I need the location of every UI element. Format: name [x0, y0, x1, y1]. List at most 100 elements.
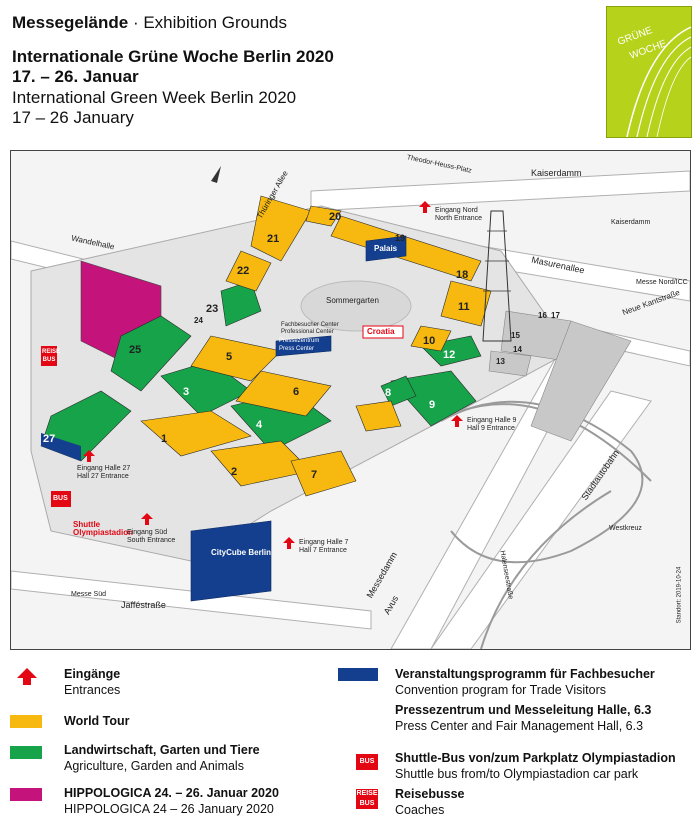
label-croatia: Croatia	[367, 327, 395, 336]
hall-label-3: 3	[183, 386, 190, 398]
hall-label-11: 11	[458, 301, 470, 313]
label-palais: Palais	[374, 244, 398, 253]
label-jaffestrasse: Jafféstraße	[121, 600, 166, 610]
legend-swatch-agriculture	[10, 746, 42, 759]
entrance-north-icon	[419, 201, 431, 213]
interchange-ramp-2	[480, 490, 612, 649]
hall-label-24: 24	[194, 316, 203, 325]
funkturm	[482, 210, 512, 342]
hall-11	[440, 280, 492, 327]
hall-label-9: 9	[429, 399, 436, 411]
label-messe-nord-icc: Messe Nord/ICC	[636, 279, 688, 286]
label-hall-7-entrance: Hall 7 Entrance	[299, 547, 347, 554]
event-title-en: International Green Week Berlin 2020	[12, 88, 297, 107]
hall-label-16: 16	[538, 311, 547, 320]
header: Messegelände · Exhibition Grounds Intern…	[12, 12, 334, 128]
legend-swatch-convention	[338, 668, 378, 681]
road-kaiserdamm	[310, 170, 690, 212]
label-fachbesucher-center: Fachbesucher Center	[281, 322, 339, 328]
entrance-arrow-icon	[17, 668, 37, 685]
hall-6	[235, 370, 332, 417]
road-stadtautobahn	[430, 390, 652, 649]
label-citycube: CityCube Berlin	[211, 548, 272, 557]
hall-21	[250, 195, 312, 262]
event-dates-de: 17. – 26. Januar	[12, 67, 139, 86]
hall-label-23: 23	[206, 303, 219, 315]
hall-label-25: 25	[129, 344, 142, 356]
map-canvas	[11, 166, 690, 649]
label-kaiserdamm: Kaiserdamm	[531, 168, 582, 178]
hall-27-convention	[41, 433, 81, 461]
event-title-de: Internationale Grüne Woche Berlin 2020	[12, 47, 334, 66]
label-eingang-halle-9: Eingang Halle 9	[467, 417, 517, 424]
hall-20	[305, 205, 342, 227]
hall-9	[390, 370, 477, 427]
label-kaiserdamm-station: Kaiserdamm	[611, 219, 651, 226]
label-hall-27-entrance: Hall 27 Entrance	[77, 473, 129, 480]
label-hall-9-entrance: Hall 9 Entrance	[467, 425, 515, 432]
reise-bus-icon	[41, 346, 57, 366]
header-line1: Messegelände · Exhibition Grounds	[12, 13, 287, 32]
hall-label-20: 20	[329, 211, 342, 223]
hall-label-7: 7	[311, 469, 318, 481]
label-south-entrance: South Entrance	[127, 537, 176, 544]
hall-label-21: 21	[267, 233, 280, 245]
label-professional-center: Professional Center	[281, 329, 334, 335]
label-eingang-nord: Eingang Nord	[435, 207, 478, 214]
hall-22	[225, 250, 272, 292]
label-bus-map: BUS	[53, 495, 68, 502]
legend-swatch-world-tour	[10, 715, 42, 728]
interchange-loop	[440, 400, 644, 564]
entrance-hall7-icon	[283, 537, 295, 549]
north-arrow-icon	[211, 166, 221, 183]
hall-label-14: 14	[513, 345, 522, 354]
legend-swatch-hippologica	[10, 788, 42, 801]
logo-art: GRÜNE WOCHE	[616, 24, 692, 138]
hall-8	[380, 375, 417, 407]
label-pressezentrum: Pressezentrum	[279, 338, 320, 344]
palais	[365, 235, 407, 262]
hall-7-2	[355, 400, 402, 432]
shuttle-bus-legend-icon: BUS	[356, 754, 378, 770]
label-eingang-halle-27: Eingang Halle 27	[77, 465, 131, 472]
hall-label-2: 2	[231, 466, 238, 478]
hall-label-4: 4	[256, 419, 263, 431]
label-shuttle-olympiastadion: Shuttle Olympiastadion	[73, 520, 134, 537]
label-standort: Standort: 2019-10-24	[676, 566, 683, 624]
shuttle-bus-icon	[51, 491, 71, 507]
hall-6-3-press	[275, 335, 332, 357]
citycube-berlin	[190, 520, 272, 602]
hall-label-22: 22	[237, 265, 250, 277]
exhibition-map[interactable]: Kaiserdamm Masurenallee Messedamm Neue K…	[10, 150, 691, 650]
label-reise-bus-map: REISE BUS	[42, 349, 61, 363]
funkturm-struts	[483, 230, 511, 292]
hall-label-6: 6	[293, 386, 300, 398]
hall-1	[140, 410, 252, 457]
label-messe-sued: Messe Süd	[71, 591, 107, 598]
label-westkreuz: Westkreuz	[609, 525, 642, 532]
label-north-entrance: North Entrance	[435, 215, 483, 222]
hall-7	[290, 450, 357, 497]
hall-label-15: 15	[511, 331, 520, 340]
hall-label-19: 19	[395, 233, 406, 243]
hall-label-8: 8	[385, 387, 392, 399]
hall-label-27: 27	[43, 433, 56, 445]
entrance-markers	[83, 201, 463, 549]
sommergarten	[300, 280, 412, 332]
hall-label-5: 5	[226, 351, 233, 363]
hall-10	[410, 325, 452, 352]
entrance-hall27-icon	[83, 450, 95, 462]
hall-label-17: 17	[551, 311, 560, 320]
hall-label-13: 13	[496, 357, 505, 366]
hall-label-1: 1	[161, 433, 168, 445]
entrance-hall9-icon	[451, 415, 463, 427]
hall-label-10: 10	[423, 335, 436, 347]
legend-world-tour: World Tour	[64, 714, 130, 728]
hall-5	[190, 335, 282, 382]
hall-13-14	[488, 350, 532, 377]
